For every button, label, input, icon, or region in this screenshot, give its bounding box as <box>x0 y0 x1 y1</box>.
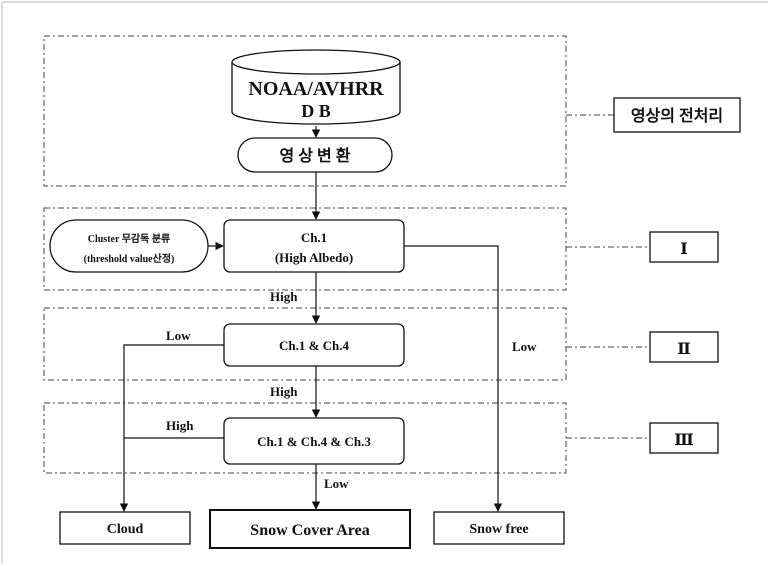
arrow-ch1-low-to-snow-free <box>404 245 503 512</box>
ch1-ch4-label: Ch.1 & Ch.4 <box>279 338 350 353</box>
snow-free-output-label: Snow free <box>469 522 528 537</box>
image-conversion-label: 영 상 변 환 <box>280 147 351 165</box>
ch1-label-line1: Ch.1 <box>301 230 327 245</box>
cluster-label-line1: Cluster 무감독 분류 <box>88 233 170 245</box>
stage-1-label: Ⅰ <box>680 241 687 258</box>
edge-label-low-3: Low <box>324 476 349 491</box>
database-label-line1: NOAA/AVHRR <box>248 78 384 100</box>
snow-free-output-box <box>433 511 565 545</box>
ch1-ch4-ch3-box <box>223 417 405 465</box>
database-label-line2: D B <box>301 101 331 121</box>
cloud-output-label: Cloud <box>107 522 144 537</box>
edge-label-low-1: Low <box>166 328 191 343</box>
edge-label-high-3: High <box>166 418 194 433</box>
stage-2-box <box>649 331 719 363</box>
stage-preprocess-group <box>43 35 567 187</box>
database-cylinder: NOAA/AVHRR D B <box>231 49 401 125</box>
edge-label-high-2: High <box>270 384 298 399</box>
stage-2-label: Ⅱ <box>677 341 690 358</box>
snow-cover-output-box <box>209 509 411 549</box>
stage-3-box <box>649 422 719 454</box>
image-conversion-box <box>237 137 393 173</box>
cloud-output-box <box>59 511 191 545</box>
preprocess-stage-box <box>613 97 741 133</box>
ch1-label-line2: (High Albedo) <box>275 250 353 265</box>
stage-1-group <box>43 207 567 291</box>
edge-label-high-1: High <box>270 289 298 304</box>
edge-label-low-2: Low <box>512 339 537 354</box>
ch1-ch4-ch3-label: Ch.1 & Ch.4 & Ch.3 <box>257 434 371 449</box>
cluster-label-line2: (threshold value산정) <box>84 252 175 265</box>
stage-3-label: Ⅲ <box>674 432 693 449</box>
preprocess-stage-label: 영상의 전처리 <box>631 107 723 125</box>
stage-1-box <box>649 231 719 263</box>
arrow-ch1ch4-low-to-cloud <box>119 344 224 512</box>
snow-cover-output-label: Snow Cover Area <box>250 522 369 539</box>
stage-2-group <box>43 307 567 381</box>
